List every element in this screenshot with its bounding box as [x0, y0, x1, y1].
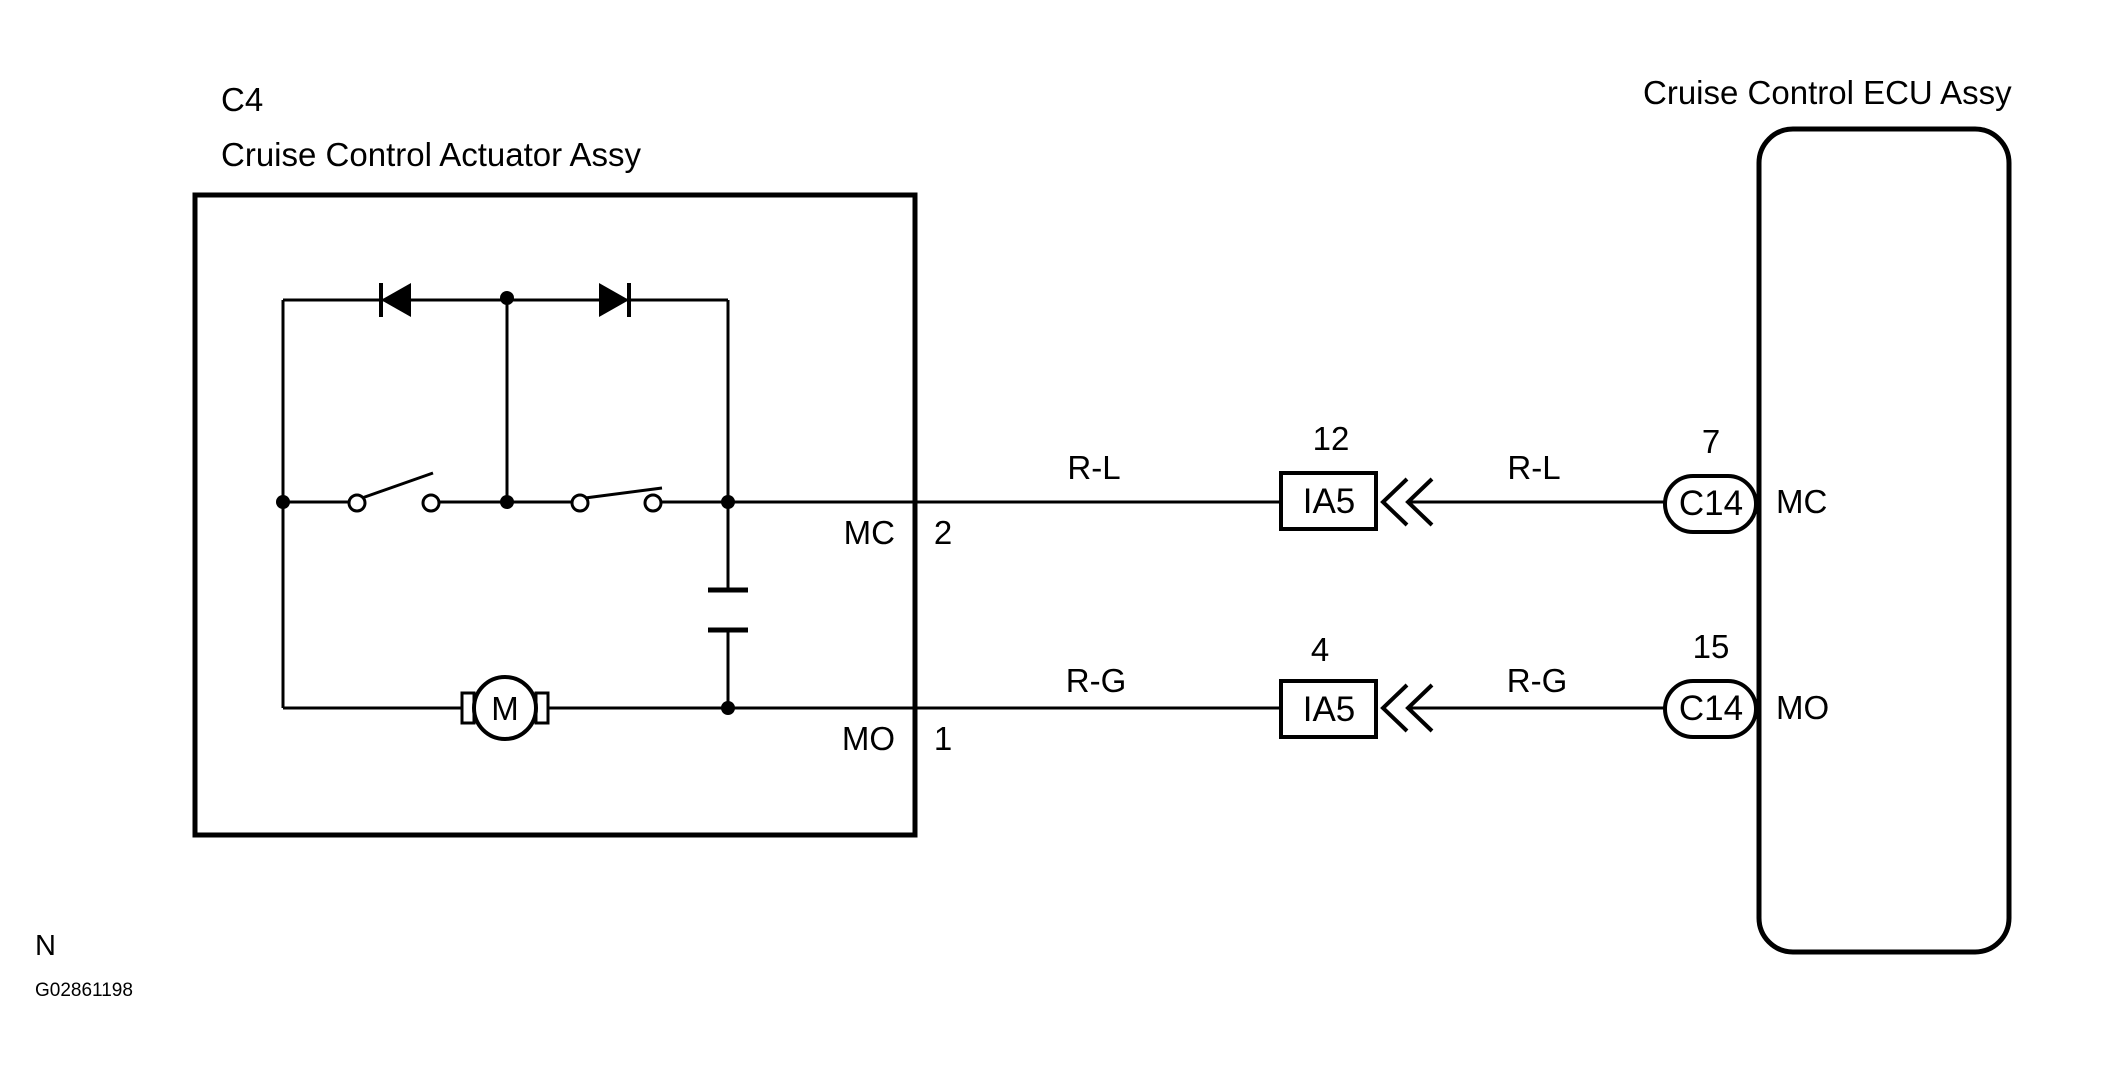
junction-mo-pin: 4: [1311, 631, 1329, 668]
motor-icon: M: [460, 675, 550, 741]
actuator-assy: C4 Cruise Control Actuator Assy: [192, 81, 952, 838]
junction-mo-code: IA5: [1303, 690, 1356, 729]
ecu-terminal-mo-name: MO: [1776, 689, 1829, 726]
junction-dot: [500, 495, 514, 509]
junction-mo-box: [1279, 679, 1378, 739]
actuator-terminal-mo-pin: 1: [934, 720, 952, 757]
junction-mc-code: IA5: [1303, 482, 1356, 521]
actuator-connector-code: C4: [221, 81, 263, 118]
ecu-assy: Cruise Control ECU Assy 7 C14 MC 15 C14 …: [1643, 74, 2012, 955]
ecu-terminal-mc-name: MC: [1776, 483, 1827, 520]
footer-mark: N: [35, 930, 56, 962]
junction-mc-pin: 12: [1313, 420, 1350, 457]
ecu-connector-mc-code: C14: [1679, 484, 1743, 523]
wire-mo-right-color: R-G: [1507, 662, 1568, 699]
actuator-terminal-mo-name: MO: [842, 720, 895, 757]
ecu-connector-mo-pill: [1663, 679, 1758, 739]
wire-mo: R-G 4 IA5 R-G: [915, 631, 1666, 739]
switch-icon: [347, 471, 441, 513]
wire-mc: R-L 12 IA5 R-L: [915, 420, 1666, 531]
switch-icon: [570, 486, 663, 513]
junction-dot: [500, 291, 514, 305]
motor-symbol: M: [491, 690, 519, 727]
figure-footer: N G02861198: [35, 930, 133, 1001]
diode-icon: [379, 283, 411, 317]
ecu-terminal-mc-pin: 7: [1702, 423, 1720, 460]
actuator-terminal-mc-name: MC: [844, 514, 895, 551]
wire-mc-left-color: R-L: [1067, 449, 1120, 486]
wire-mc-right-color: R-L: [1507, 449, 1560, 486]
wire-mo-left-color: R-G: [1066, 662, 1127, 699]
junction-dot: [276, 495, 290, 509]
diode-icon: [599, 283, 631, 317]
ecu-housing: [1756, 126, 2012, 955]
actuator-terminal-mc-pin: 2: [934, 514, 952, 551]
junction-mc-box: [1279, 471, 1378, 531]
actuator-internal-circuit: M: [276, 283, 915, 741]
ecu-terminal-mo-pin: 15: [1693, 628, 1730, 665]
actuator-name: Cruise Control Actuator Assy: [221, 136, 642, 173]
ecu-connector-mc-pill: [1663, 474, 1758, 534]
ecu-name: Cruise Control ECU Assy: [1643, 74, 2012, 111]
ecu-connector-mo-code: C14: [1679, 689, 1743, 728]
figure-id: G02861198: [35, 980, 133, 1001]
actuator-housing: [192, 192, 918, 838]
capacitor-icon: [708, 502, 748, 708]
